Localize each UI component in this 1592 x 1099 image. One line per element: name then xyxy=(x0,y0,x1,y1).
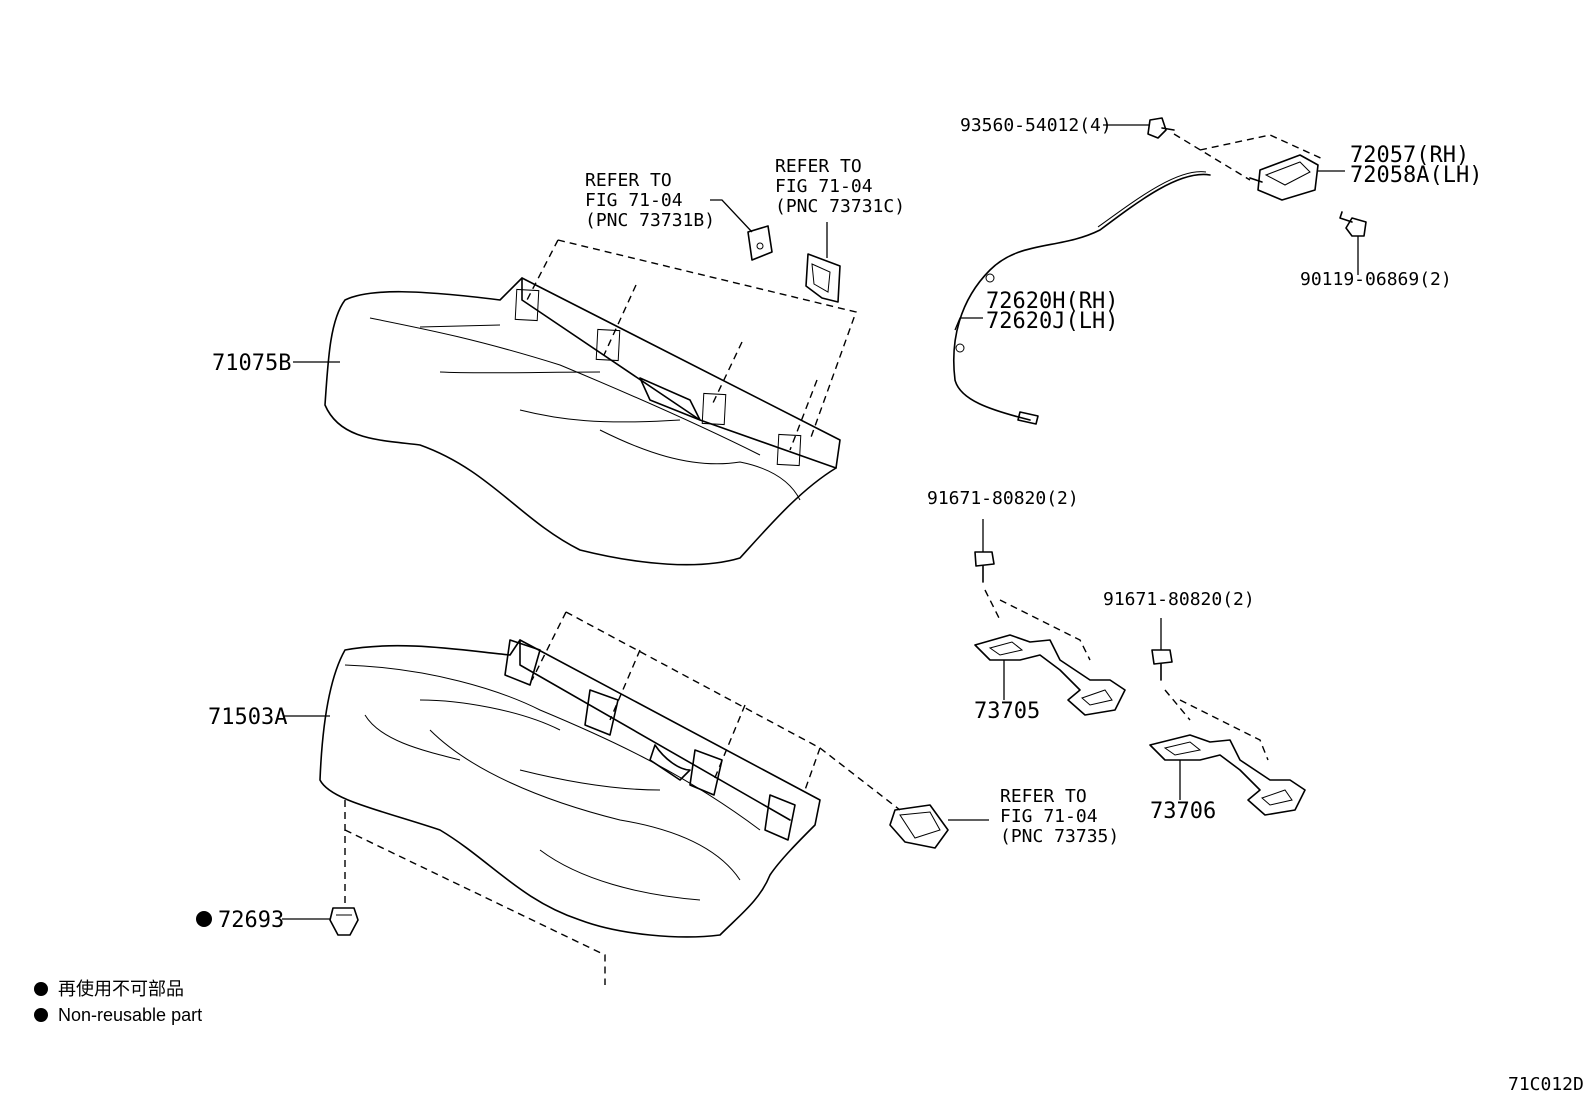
reference-part-73735 xyxy=(889,804,949,849)
label-cushion-pad: 71503A xyxy=(208,705,287,730)
label-hinge-b: 73706 xyxy=(1150,799,1216,824)
screw-93560-drawing xyxy=(1147,117,1326,181)
ref-c-line2: FIG 71-04 xyxy=(775,176,873,197)
legend-japanese: 再使用不可部品 xyxy=(58,979,184,999)
label-screw-top: 93560-54012(4) xyxy=(960,115,1112,136)
non-reusable-marker xyxy=(196,911,212,927)
clip-72693-drawing xyxy=(329,907,359,936)
ref-735-line1: REFER TO xyxy=(1000,786,1087,807)
label-hinge-a: 73705 xyxy=(974,699,1040,724)
bolt-91671-a-drawing xyxy=(974,551,1091,661)
ref-735-line3: (PNC 73735) xyxy=(1000,826,1119,847)
label-cushion-cover: 71075B xyxy=(212,351,291,376)
hinge-73706-drawing xyxy=(1149,734,1306,816)
ref-735-line2: FIG 71-04 xyxy=(1000,806,1098,827)
ref-b-line3: (PNC 73731B) xyxy=(585,210,715,231)
legend-bullet-en xyxy=(34,1008,48,1022)
ref-c-line1: REFER TO xyxy=(775,156,862,177)
release-cable-drawing xyxy=(952,171,1211,425)
label-cable-rh: 72620H(RH) xyxy=(986,289,1118,314)
leader-lines xyxy=(282,124,1359,920)
label-bolt-a: 91671-80820(2) xyxy=(927,488,1079,509)
ref-b-line1: REFER TO xyxy=(585,170,672,191)
label-bolt-b: 91671-80820(2) xyxy=(1103,589,1255,610)
legend-bullet-jp xyxy=(34,982,48,996)
bolt-90119-drawing xyxy=(1339,211,1367,237)
label-cable-lh: 72620J(LH) xyxy=(986,309,1118,334)
bolt-91671-b-drawing xyxy=(1151,649,1269,761)
clip-parts-top xyxy=(747,225,841,303)
hinge-73705-drawing xyxy=(974,634,1126,716)
seat-cushion-pad-drawing xyxy=(319,611,901,985)
label-clip: 72693 xyxy=(218,908,284,933)
ref-c-line3: (PNC 73731C) xyxy=(775,196,905,217)
figure-code: 71C012D xyxy=(1508,1074,1584,1095)
legend-english: Non-reusable part xyxy=(58,1005,202,1025)
label-bolt-lock: 90119-06869(2) xyxy=(1300,269,1452,290)
label-lock-lh: 72058A(LH) xyxy=(1350,163,1482,188)
ref-b-line2: FIG 71-04 xyxy=(585,190,683,211)
seat-cushion-cover-drawing xyxy=(324,239,857,566)
label-lock-rh: 72057(RH) xyxy=(1350,143,1469,168)
lock-72057-drawing xyxy=(1249,154,1319,201)
